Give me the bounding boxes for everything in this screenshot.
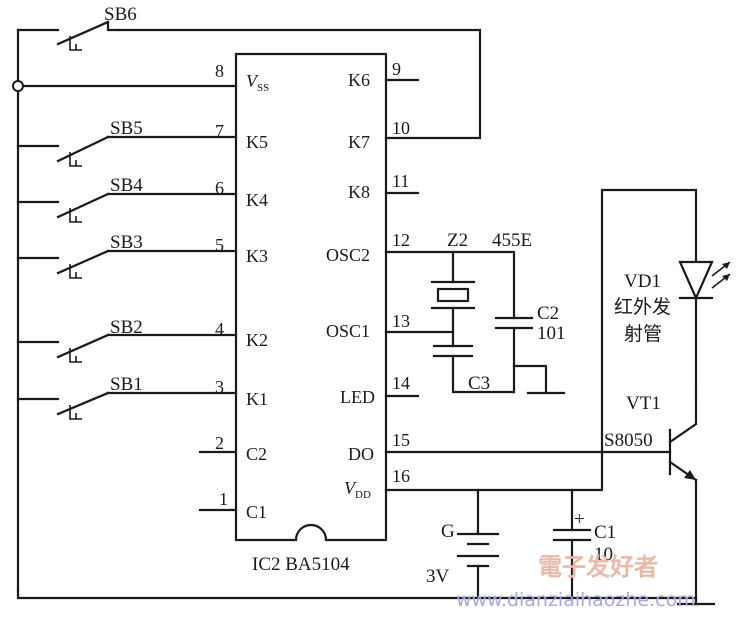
ic-pin-number-2: 2: [215, 433, 224, 453]
resonator-value: 455E: [492, 230, 532, 251]
watermark-logo: 電子发好者: [538, 553, 658, 581]
ic-pin-number-7: 7: [215, 121, 224, 141]
ic-pin-label-k2: K2: [246, 330, 268, 350]
led-ref: VD1: [624, 271, 661, 292]
ic-pin-label-vss-main: V: [246, 71, 259, 91]
ic-pin-number-12: 12: [392, 230, 410, 250]
ic-pin-number-11: 11: [392, 171, 409, 191]
ic-pin-label-k8: K8: [348, 182, 370, 202]
switch-label-sb5: SB5: [110, 118, 143, 139]
switch-actuator-icon: [69, 208, 82, 223]
switch-actuator-icon: [69, 36, 82, 51]
watermark-url: www.dianziaihaozhe.com: [456, 589, 696, 611]
switch-label-sb3: SB3: [110, 232, 143, 253]
ic-pin-label-osc2: OSC2: [326, 245, 370, 265]
ic-body: [234, 52, 388, 542]
ic-pin-number-1: 1: [219, 489, 228, 509]
oscillator-network: [384, 250, 566, 395]
ic-pin-label-vss-sub: SS: [257, 82, 269, 94]
switch-label-sb4: SB4: [110, 175, 143, 196]
output-stage: [384, 188, 731, 600]
ic-pin-label-vdd-sub: DD: [355, 489, 371, 501]
switch-actuator-icon: [69, 405, 82, 420]
ic-pin-label-do: DO: [348, 444, 374, 464]
ic-pin-label-k6: K6: [348, 70, 370, 90]
switch-actuator-icon: [69, 264, 82, 279]
ic-pin-label-k5: K5: [246, 132, 268, 152]
capacitor-c3-ref: C3: [468, 373, 490, 394]
ic-pin-number-6: 6: [215, 178, 224, 198]
emission-arrow-icon: [722, 274, 730, 281]
switch-label-sb1: SB1: [110, 374, 143, 395]
ic-pin-label-k4: K4: [246, 190, 268, 210]
ic-pin-number-14: 14: [392, 373, 410, 393]
transistor-ref: VT1: [626, 393, 661, 414]
capacitor-c1-polarity: +: [574, 509, 585, 530]
ic-pin-number-5: 5: [215, 235, 224, 255]
switch-actuator-icon: [69, 152, 82, 167]
capacitor-c1-value: 10: [594, 544, 613, 565]
ic-pin-number-10: 10: [392, 118, 410, 138]
resonator-ref: Z2: [447, 230, 468, 251]
ic-pin-number-15: 15: [392, 430, 410, 450]
ic-pin-number-13: 13: [392, 311, 410, 331]
ic-pin-label-led: LED: [340, 387, 375, 407]
emission-arrow-icon: [722, 262, 730, 269]
capacitor-c2-ref: C2: [537, 303, 559, 324]
capacitor-c2-value: 101: [537, 323, 566, 344]
capacitor-c1-ref: C1: [594, 522, 616, 543]
battery-value: 3V: [426, 566, 450, 587]
ic-pin-label-k1: K1: [246, 389, 268, 409]
right-pin-stubs: [384, 78, 420, 398]
ic-pin-label-vss: VSS: [246, 71, 269, 94]
supply-section: [16, 488, 716, 606]
ic-pin-number-9: 9: [392, 59, 401, 79]
ic-pin-number-3: 3: [215, 377, 224, 397]
switch-actuators: [69, 36, 82, 420]
switch-actuator-icon: [69, 348, 82, 363]
led-desc-line1: 红外发: [614, 296, 671, 318]
switch-label-sb6: SB6: [104, 4, 137, 25]
ic-pin-label-osc1: OSC1: [326, 321, 370, 341]
transistor-emitter-arrow-icon: [684, 470, 696, 480]
ic-pin-number-16: 16: [392, 466, 410, 486]
ic-pin-label-c2: C2: [246, 444, 267, 464]
ic-pin-label-vdd: VDD: [344, 478, 371, 501]
resonator-z2: [436, 287, 470, 303]
ic-pin-label-vdd-main: V: [344, 478, 357, 498]
left-wiring: [12, 20, 482, 592]
led-desc-line2: 射管: [624, 323, 662, 345]
transistor-type: S8050: [604, 430, 653, 451]
ic-pin-number-4: 4: [215, 319, 224, 339]
ic-pin-label-k7: K7: [348, 132, 370, 152]
ic-pin-label-c1: C1: [246, 502, 267, 522]
battery-ref: G: [441, 521, 455, 542]
switch-label-sb2: SB2: [110, 317, 143, 338]
ic-designator: IC2 BA5104: [252, 554, 350, 575]
terminal-node-icon: [12, 80, 24, 92]
ic-pin-label-k3: K3: [246, 246, 268, 266]
ic-pin-number-8: 8: [215, 61, 224, 81]
